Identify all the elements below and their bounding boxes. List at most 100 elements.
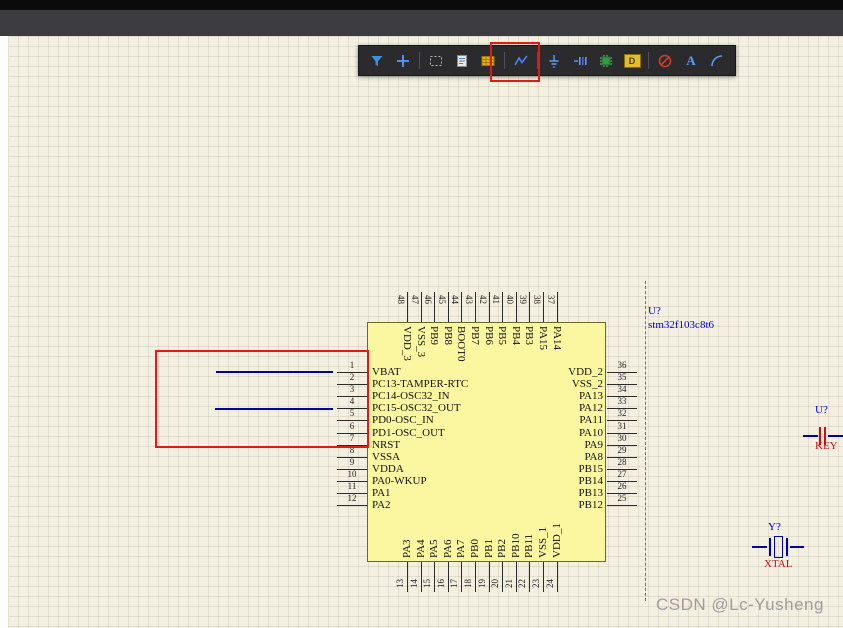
pin[interactable]: 23 VSS_1 <box>543 562 544 592</box>
no-erc-icon <box>657 53 673 69</box>
pin[interactable]: 41 PB5 <box>502 292 503 322</box>
chip-button[interactable] <box>593 49 619 72</box>
mcu-comment[interactable]: stm32f103c8t6 <box>648 319 714 331</box>
pin-name: VDD_3 <box>401 326 413 361</box>
pin[interactable]: 46 PB9 <box>434 292 435 322</box>
pin-name: VSS_2 <box>572 378 603 390</box>
pin-name: PA3 <box>401 539 413 558</box>
gnd-button[interactable] <box>541 49 567 72</box>
pin-name: PB1 <box>483 539 495 558</box>
pin-name: PB11 <box>523 534 535 558</box>
pin-number: 13 <box>396 579 406 588</box>
pin-name: PA7 <box>455 539 467 558</box>
pin-name: PB0 <box>469 539 481 558</box>
pin-number: 41 <box>490 295 500 304</box>
pin[interactable]: 37 PA14 <box>557 292 558 322</box>
pin-number: 25 <box>609 494 635 504</box>
pin-name: PB15 <box>579 463 603 475</box>
crystal-comment[interactable]: XTAL <box>764 558 792 570</box>
pin-name: PB13 <box>579 487 603 499</box>
pin[interactable]: 25 PB12 <box>607 505 637 506</box>
pin-number: 21 <box>505 579 515 588</box>
pin-name: VDD_1 <box>551 523 563 558</box>
crosshair-icon <box>395 53 411 69</box>
filter-button[interactable] <box>364 49 390 72</box>
pin-name: PA8 <box>584 451 603 463</box>
pin[interactable]: 13 PA3 <box>407 562 408 592</box>
annotation-box-wire-tool <box>490 42 540 82</box>
key-comment[interactable]: KEY <box>815 440 838 452</box>
pin-number: 34 <box>609 385 635 395</box>
mcu-designator[interactable]: U? <box>648 305 661 317</box>
pin-number: 19 <box>478 579 488 588</box>
crystal-plate-right <box>786 538 788 556</box>
pin[interactable]: 43 PB7 <box>475 292 476 322</box>
pin-name: VDD_2 <box>568 366 603 378</box>
key-designator[interactable]: U? <box>815 404 828 416</box>
pin-name: PA1 <box>372 487 391 499</box>
pin-name: PD0-OSC_IN <box>372 414 434 426</box>
pin-name: VDDA <box>372 463 404 475</box>
annotation-box-wires <box>155 350 369 448</box>
pin-name: PA14 <box>551 326 563 350</box>
pin-number: 31 <box>609 422 635 432</box>
pin-number: 24 <box>546 579 556 588</box>
pin-name: VSS_3 <box>415 326 427 357</box>
pin-name: PC13-TAMPER-RTC <box>372 378 468 390</box>
pin-number: 20 <box>491 579 501 588</box>
pin-name: PA15 <box>537 326 549 350</box>
crystal-designator[interactable]: Y? <box>768 521 781 533</box>
pin[interactable]: 12 PA2 <box>337 505 367 506</box>
pin-name: PA13 <box>579 390 603 402</box>
arc-icon <box>709 53 725 69</box>
pin[interactable]: 24 VDD_1 <box>557 562 558 592</box>
pin-name: PB5 <box>496 326 508 345</box>
part-button[interactable]: D <box>619 49 645 72</box>
pin[interactable]: 48 VDD_3 <box>407 292 408 322</box>
selection-button[interactable] <box>423 49 449 72</box>
pin-number: 9 <box>339 458 365 468</box>
text-button[interactable]: A <box>678 49 704 72</box>
pin-number: 35 <box>609 373 635 383</box>
pin-number: 17 <box>450 579 460 588</box>
pin-name: PA12 <box>579 402 603 414</box>
crystal-pin-right[interactable] <box>790 546 804 548</box>
pin-name: PB6 <box>483 326 495 345</box>
pin-name: BOOT0 <box>455 326 467 361</box>
pin-name: PB8 <box>442 326 454 345</box>
toolbar-separator <box>648 52 649 69</box>
arc-button[interactable] <box>704 49 730 72</box>
crystal-body[interactable] <box>774 536 783 558</box>
power-port-button[interactable] <box>567 49 593 72</box>
pin-name: PB2 <box>496 539 508 558</box>
pin-name: PA9 <box>584 439 603 451</box>
key-pin-left[interactable] <box>803 435 818 437</box>
pin-number: 10 <box>339 470 365 480</box>
key-pin-right[interactable] <box>828 435 843 437</box>
pin[interactable]: 38 PA15 <box>543 292 544 322</box>
chip-icon <box>598 53 614 69</box>
pin-name: PB3 <box>523 326 535 345</box>
pin[interactable]: 18 PB0 <box>475 562 476 592</box>
watermark-text: CSDN @Lc-Yusheng <box>656 595 824 615</box>
document-button[interactable] <box>449 49 475 72</box>
pin-number: 42 <box>477 295 487 304</box>
pin-name: PA4 <box>415 539 427 558</box>
pin-number: 32 <box>609 409 635 419</box>
no-erc-button[interactable] <box>652 49 678 72</box>
crosshair-button[interactable] <box>390 49 416 72</box>
pin-number: 16 <box>437 579 447 588</box>
pin-number: 33 <box>609 397 635 407</box>
part-d-icon: D <box>624 54 641 68</box>
pin-name: PB14 <box>579 475 603 487</box>
pin-number: 26 <box>609 482 635 492</box>
selection-dash-line <box>645 281 646 601</box>
pin-number: 18 <box>464 579 474 588</box>
pin-number: 27 <box>609 470 635 480</box>
crystal-pin-left[interactable] <box>752 546 767 548</box>
crystal-plate-left <box>769 538 771 556</box>
pin-name: NRST <box>372 439 400 451</box>
pin-number: 11 <box>339 482 365 492</box>
pin-number: 43 <box>463 295 473 304</box>
active-bar-toolbar: D A <box>358 45 736 76</box>
